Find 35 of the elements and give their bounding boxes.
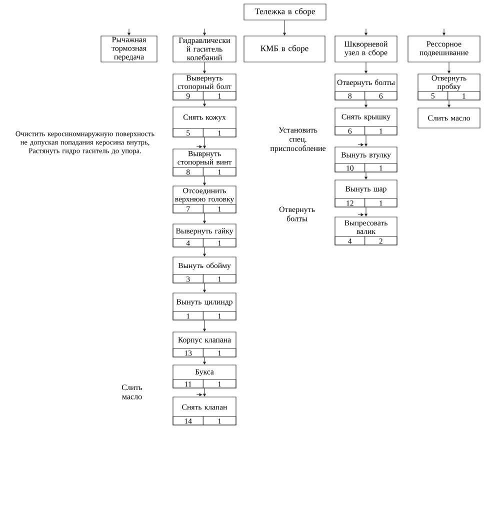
arrow	[196, 145, 202, 148]
arrow	[203, 100, 206, 106]
arrow	[364, 62, 368, 74]
arrow	[364, 207, 368, 216]
arrow	[364, 135, 368, 146]
arrow	[203, 137, 206, 148]
note-text: Установить спец. приспособление	[270, 127, 326, 153]
arrow	[196, 393, 202, 396]
assembly-box: Тележка в сборе	[244, 4, 326, 20]
arrow	[364, 28, 368, 36]
arrow	[203, 176, 206, 186]
unit-box: Гидравлически й гаситель колебаний	[172, 36, 236, 62]
arrow	[448, 62, 450, 74]
unit-box: КМБ в сборе	[244, 36, 326, 62]
unit-box: Рессорное подвешивание	[408, 36, 480, 62]
arrow	[364, 100, 368, 108]
arrow	[283, 20, 286, 36]
unit-box: Рычажная тормозная передача	[100, 36, 158, 62]
arrow	[128, 28, 130, 36]
arrow	[364, 172, 368, 180]
arrow	[203, 388, 206, 396]
arrow	[203, 62, 206, 74]
arrow	[358, 213, 364, 216]
arrow	[442, 28, 446, 36]
note-text: Отвернуть болты	[279, 206, 315, 222]
arrow	[203, 357, 206, 364]
arrow	[448, 100, 450, 108]
arrow	[203, 28, 206, 36]
arrow	[203, 320, 206, 332]
arrow	[358, 143, 364, 146]
note-text: Слить масло	[122, 384, 142, 400]
arrow	[203, 247, 206, 256]
unit-box: Шкворневой узел в сборе	[334, 36, 398, 62]
arrow	[203, 213, 206, 224]
arrow	[203, 283, 206, 292]
